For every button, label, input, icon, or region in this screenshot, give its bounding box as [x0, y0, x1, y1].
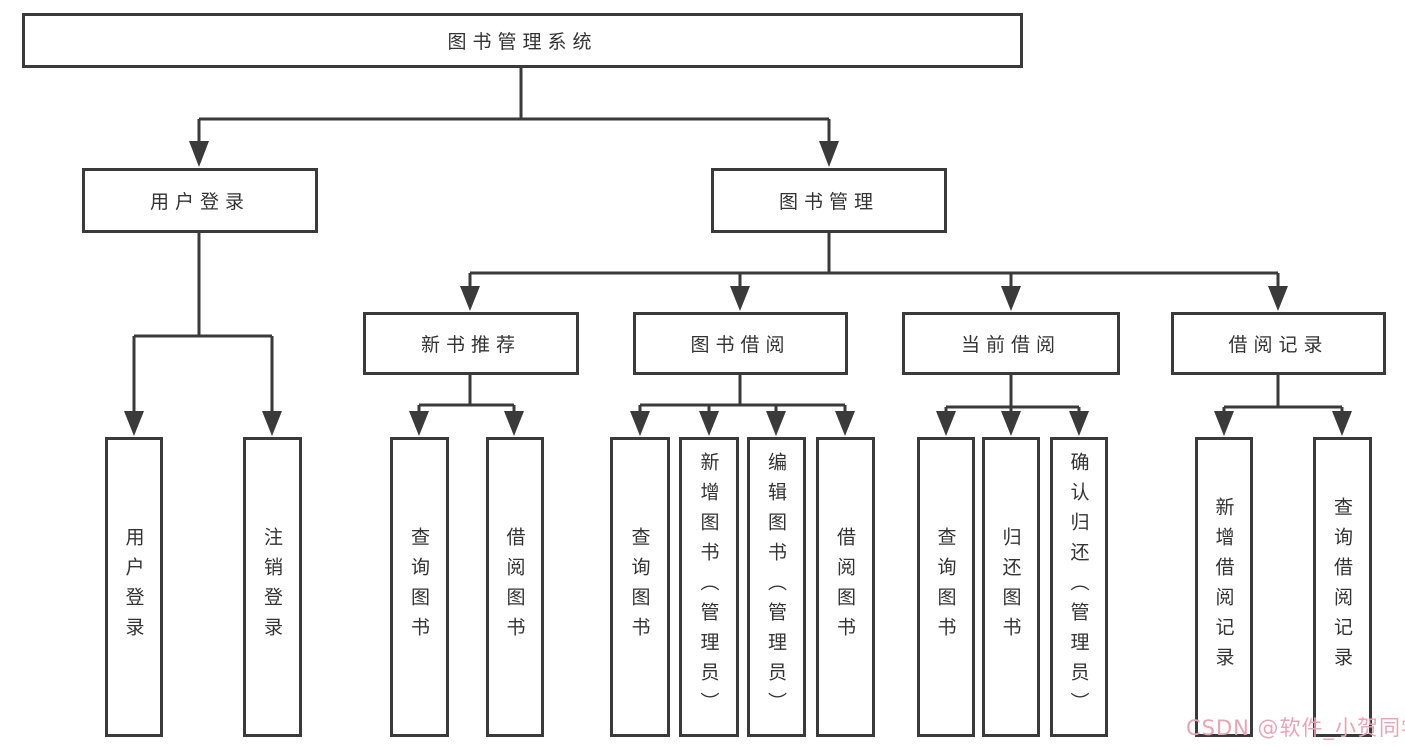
leaf-label: 归还图书: [999, 527, 1022, 647]
leaf-label: 借阅图书: [834, 527, 856, 647]
node-user-login: 用户登录: [82, 168, 318, 233]
leaf-label: 确认归还（管理员）: [1067, 452, 1090, 722]
leaf-label: 编辑图书（管理员）: [765, 452, 787, 722]
leaf-edit-books-admin: 编辑图书（管理员）: [747, 437, 806, 737]
node-root: 图书管理系统: [22, 13, 1023, 68]
leaf-label: 注销登录: [261, 527, 283, 647]
leaf-label: 查询图书: [408, 527, 430, 647]
leaf-label: 查询借阅记录: [1331, 497, 1353, 677]
watermark: CSDN @软件_小贺同学: [1186, 716, 1405, 740]
leaf-label: 用户登录: [122, 527, 145, 647]
leaf-label: 借阅图书: [503, 527, 526, 647]
leaf-borrow-books: 借阅图书: [816, 437, 875, 737]
leaf-confirm-return-admin: 确认归还（管理员）: [1050, 437, 1108, 737]
leaf-add-borrow-record: 新增借阅记录: [1195, 437, 1253, 737]
leaf-label: 查询图书: [628, 527, 651, 647]
node-book-borrow: 图书借阅: [633, 312, 848, 375]
leaf-user-login: 用户登录: [105, 437, 163, 737]
leaf-label: 新增借阅记录: [1212, 497, 1235, 677]
leaf-query-borrow-record: 查询借阅记录: [1313, 437, 1372, 737]
node-borrow-records: 借阅记录: [1171, 312, 1386, 375]
leaf-label: 新增图书（管理员）: [697, 452, 720, 722]
node-new-book-recommend: 新书推荐: [363, 312, 579, 375]
leaf-label: 查询图书: [934, 527, 957, 647]
node-current-borrow: 当前借阅: [902, 312, 1120, 375]
leaf-query-books-borrow: 查询图书: [610, 437, 670, 737]
leaf-borrow-books-recommend: 借阅图书: [486, 437, 544, 737]
leaf-query-books-recommend: 查询图书: [390, 437, 449, 737]
leaf-add-books-admin: 新增图书（管理员）: [679, 437, 739, 737]
leaf-query-books-current: 查询图书: [917, 437, 975, 737]
node-book-management: 图书管理: [711, 168, 947, 233]
leaf-return-books: 归还图书: [982, 437, 1040, 737]
leaf-logout: 注销登录: [243, 437, 302, 737]
